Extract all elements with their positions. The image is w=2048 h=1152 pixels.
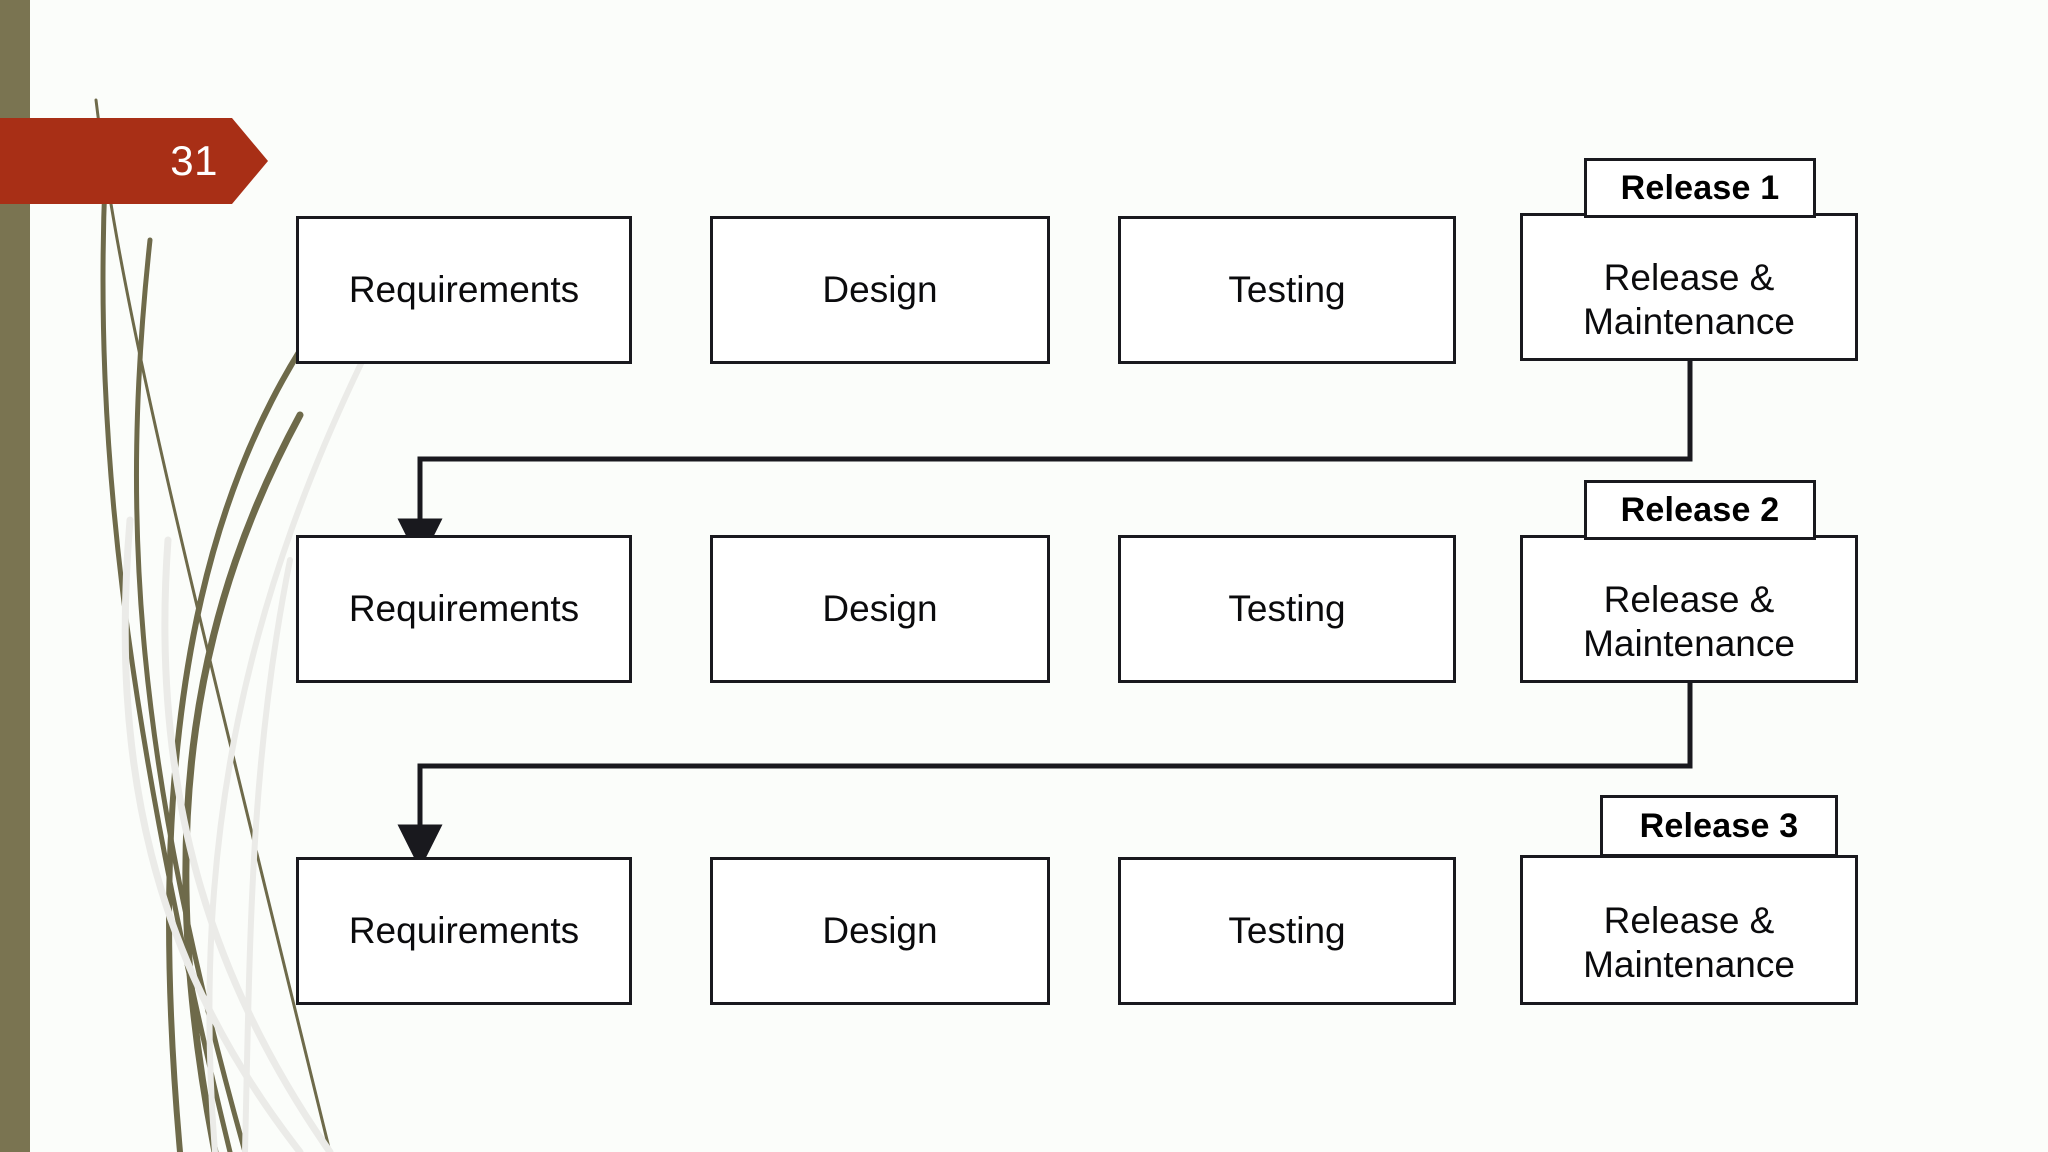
node-release-maintenance-release-2[interactable]: Release & Maintenance [1520, 535, 1858, 683]
node-label-line-1: Release & [1603, 900, 1775, 942]
release-tag-3: Release 3 [1600, 795, 1838, 857]
node-design-release-1[interactable]: Design [710, 216, 1050, 364]
slide-number: 31 [170, 137, 218, 184]
node-release-maintenance-release-1[interactable]: Release & Maintenance [1520, 213, 1858, 361]
node-testing-release-1[interactable]: Testing [1118, 216, 1456, 364]
node-requirements-release-1[interactable]: Requirements [296, 216, 632, 364]
node-label: Requirements [348, 910, 580, 952]
node-requirements-release-3[interactable]: Requirements [296, 857, 632, 1005]
connector-release2-to-release3 [397, 683, 1693, 870]
release-tag-label: Release 2 [1620, 490, 1780, 529]
node-label-line-2: Maintenance [1583, 944, 1795, 985]
node-label-line-2: Maintenance [1583, 623, 1795, 664]
release-tag-label: Release 3 [1639, 806, 1799, 845]
node-label: Release & Maintenance [1583, 256, 1795, 343]
connector-release1-to-release2 [397, 360, 1693, 564]
node-label: Requirements [348, 588, 580, 630]
node-label: Testing [1228, 588, 1346, 630]
node-label: Release & Maintenance [1583, 899, 1795, 986]
node-label: Testing [1228, 269, 1346, 311]
node-design-release-2[interactable]: Design [710, 535, 1050, 683]
node-label: Testing [1228, 910, 1346, 952]
slide-number-banner: 31 [0, 118, 268, 204]
node-label-line-1: Release & [1603, 579, 1775, 621]
node-label: Design [822, 269, 938, 311]
release-tag-1: Release 1 [1584, 158, 1816, 218]
node-testing-release-2[interactable]: Testing [1118, 535, 1456, 683]
node-testing-release-3[interactable]: Testing [1118, 857, 1456, 1005]
node-label: Requirements [348, 269, 580, 311]
node-label: Release & Maintenance [1583, 578, 1795, 665]
release-tag-label: Release 1 [1620, 168, 1780, 207]
node-label: Design [822, 910, 938, 952]
banner-arrow-shape [0, 118, 268, 204]
release-tag-2: Release 2 [1584, 480, 1816, 540]
node-label-line-2: Maintenance [1583, 301, 1795, 342]
node-release-maintenance-release-3[interactable]: Release & Maintenance [1520, 855, 1858, 1005]
node-design-release-3[interactable]: Design [710, 857, 1050, 1005]
node-requirements-release-2[interactable]: Requirements [296, 535, 632, 683]
node-label-line-1: Release & [1603, 257, 1775, 299]
node-label: Design [822, 588, 938, 630]
